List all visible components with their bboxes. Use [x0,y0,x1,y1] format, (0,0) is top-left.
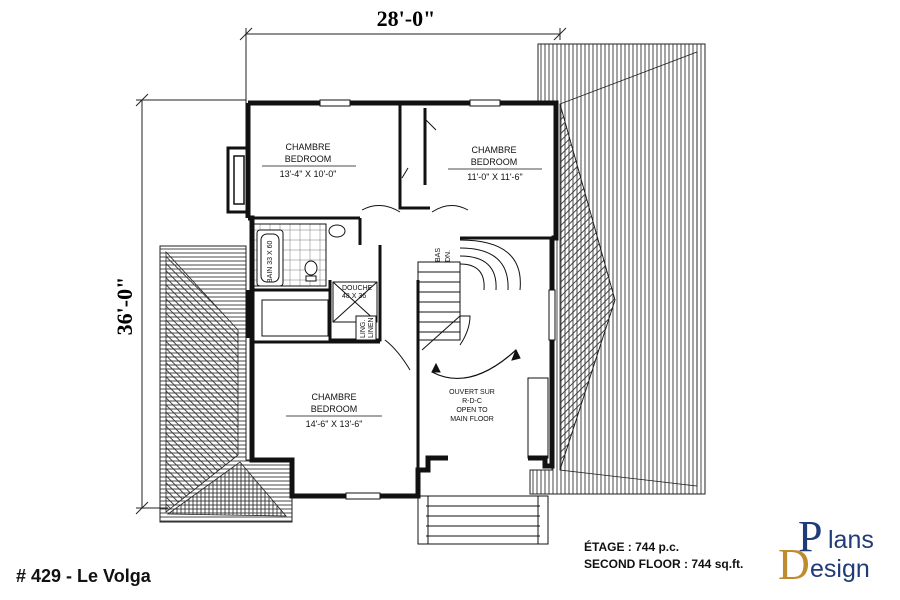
bedroom-2-label-en: BEDROOM [471,157,518,167]
bedroom-2-size: 11'-0" X 11'-6" [467,172,523,182]
bedroom-3: CHAMBRE BEDROOM 14'-6" X 13'-6" [286,392,382,429]
depth-dimension-line [135,93,246,515]
plan-title: # 429 - Le Volga [16,566,151,586]
depth-dimension-label: 36'-0" [112,277,137,336]
door-swings [361,119,469,371]
linen-label-fr: LING. [360,320,367,338]
windows [319,99,556,500]
area-english: SECOND FLOOR : 744 sq.ft. [584,557,744,571]
roof-right [529,43,706,495]
open-note-line2: R-D-C [462,398,482,405]
shower-size-label: 48 X 36 [342,293,366,300]
open-note-line1: OUVERT SUR [449,389,495,396]
open-to-below [527,377,549,459]
bedroom-1: CHAMBRE BEDROOM 13'-4" X 10'-0" [262,142,356,179]
bedroom-3-size: 14'-6" X 13'-6" [306,419,363,429]
width-dimension-line [239,27,567,105]
bedroom-3-label-fr: CHAMBRE [311,392,356,402]
bathroom [253,223,378,341]
bay-window [226,146,248,214]
bedroom-1-label-en: BEDROOM [285,154,332,164]
linen-label-en: LINEN [368,317,375,338]
bedroom-1-label-fr: CHAMBRE [285,142,330,152]
logo-text-lans: lans [828,526,874,554]
open-note-line4: MAIN FLOOR [450,416,494,423]
roof-left [159,245,293,523]
width-dimension-label: 28'-0" [377,6,436,31]
stair-down-label-fr: BAS [435,248,442,262]
logo-letter-d: D [778,540,810,589]
bathtub-label: BAIN 33 X 60 [267,240,274,283]
plans-design-logo: P lans D esign [778,515,890,590]
bedroom-1-size: 13'-4" X 10'-0" [280,169,337,179]
stairs [417,239,521,380]
logo-letter-p: P [798,512,823,561]
bedroom-2-label-fr: CHAMBRE [471,145,516,155]
open-note-line3: OPEN TO [456,407,488,414]
bedroom-3-label-en: BEDROOM [311,404,358,414]
open-to-main-floor-note: OUVERT SUR R-D-C OPEN TO MAIN FLOOR [449,389,495,423]
shower-label: DOUCHE [342,285,373,292]
front-steps [417,495,549,545]
area-french: ÉTAGE : 744 p.c. [584,540,680,554]
stair-down-label-en: DN. [445,250,452,262]
logo-text-esign: esign [810,555,870,583]
bedroom-2: CHAMBRE BEDROOM 11'-0" X 11'-6" [448,145,542,182]
